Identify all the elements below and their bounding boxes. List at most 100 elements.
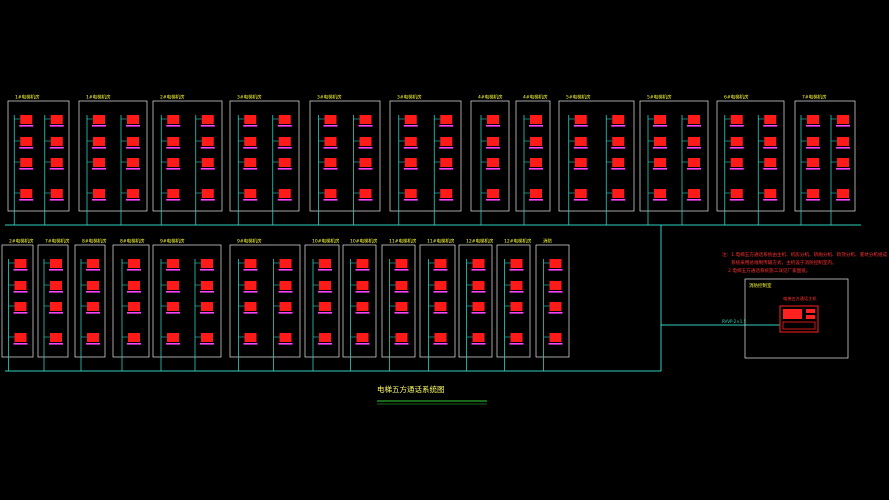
handset-label-mark — [486, 199, 500, 201]
cabinet-label: 7#电梯机房 — [45, 238, 70, 245]
handset-label-mark — [92, 168, 106, 170]
intercom-handset-icon — [404, 115, 417, 124]
elevator-cabinet: 3#电梯机房 — [229, 94, 300, 212]
handset-label-mark — [49, 147, 64, 149]
elevator-cabinet: 5#电梯机房 — [558, 94, 635, 212]
handset-label-mark — [49, 343, 63, 345]
cabinet-frame — [7, 100, 70, 212]
handset-label-mark — [403, 168, 418, 170]
cabinet-label: 1#电梯机房 — [86, 94, 111, 101]
handset-label-mark — [687, 125, 701, 127]
intercom-handset-icon — [837, 189, 849, 198]
cabinet-label: 3#电梯机房 — [397, 94, 422, 101]
cabinet-frame — [419, 244, 456, 358]
elevator-cabinet: 12#电梯机房 — [496, 238, 532, 358]
intercom-handset-icon — [278, 115, 291, 124]
handset-label-mark — [166, 168, 181, 170]
intercom-handset-icon — [201, 137, 214, 146]
intercom-handset-icon — [730, 137, 743, 146]
intercom-handset-icon — [807, 137, 819, 146]
intercom-handset-icon — [87, 302, 99, 311]
handset-label-mark — [358, 168, 373, 170]
intercom-handset-icon — [201, 333, 213, 342]
intercom-handset-icon — [487, 189, 499, 198]
handset-label-mark — [529, 125, 543, 127]
intercom-handset-icon — [688, 158, 700, 167]
handset-label-mark — [529, 147, 543, 149]
handset-label-mark — [653, 199, 667, 201]
handset-label-mark — [126, 199, 140, 201]
intercom-handset-icon — [487, 115, 499, 124]
intercom-handset-icon — [50, 189, 63, 198]
handset-label-mark — [92, 199, 106, 201]
intercom-handset-icon — [279, 302, 292, 311]
handset-label-mark — [243, 147, 258, 149]
intercom-handset-icon — [510, 281, 523, 290]
elevator-cabinet: 8#电梯机房 — [74, 238, 107, 358]
cabinet-frame — [381, 244, 416, 358]
intercom-handset-icon — [20, 115, 33, 124]
handset-label-mark — [355, 343, 370, 345]
handset-label-mark — [433, 269, 448, 271]
handset-label-mark — [278, 312, 293, 314]
intercom-handset-icon — [20, 137, 33, 146]
intercom-handset-icon — [324, 189, 337, 198]
intercom-handset-icon — [167, 189, 180, 198]
handset-label-mark — [127, 269, 141, 271]
handset-label-mark — [355, 269, 370, 271]
handset-label-mark — [548, 312, 563, 314]
intercom-handset-icon — [87, 259, 99, 268]
intercom-handset-icon — [356, 333, 369, 342]
handset-label-mark — [611, 147, 626, 149]
intercom-handset-icon — [278, 158, 291, 167]
intercom-handset-icon — [837, 158, 849, 167]
intercom-handset-icon — [764, 189, 777, 198]
cabinet-frame — [794, 100, 856, 212]
intercom-handset-icon — [549, 259, 562, 268]
intercom-handset-icon — [472, 281, 485, 290]
cabinet-label: 9#电梯机房 — [237, 238, 262, 245]
intercom-handset-icon — [487, 158, 499, 167]
intercom-handset-icon — [574, 158, 587, 167]
intercom-handset-icon — [440, 189, 453, 198]
intercom-handset-icon — [93, 115, 105, 124]
elevator-cabinet: 10#电梯机房 — [342, 238, 378, 358]
diagram-title-group: 电梯五方通话系统图 — [377, 384, 487, 405]
cabinet-label: 3#电梯机房 — [237, 94, 262, 101]
intercom-handset-icon — [201, 302, 213, 311]
handset-label-mark — [13, 269, 28, 271]
handset-label-mark — [471, 312, 486, 314]
intercom-handset-icon — [359, 158, 372, 167]
cabinet-frame — [152, 244, 222, 358]
handset-label-mark — [486, 168, 500, 170]
handset-label-mark — [836, 168, 850, 170]
intercom-handset-icon — [279, 281, 292, 290]
handset-label-mark — [687, 147, 701, 149]
cabinet-frame — [1, 244, 34, 358]
intercom-handset-icon — [730, 189, 743, 198]
intercom-handset-icon — [14, 333, 27, 342]
intercom-handset-icon — [530, 158, 542, 167]
intercom-handset-icon — [50, 333, 62, 342]
handset-label-mark — [126, 147, 140, 149]
intercom-handset-icon — [167, 302, 179, 311]
intercom-handset-icon — [14, 259, 27, 268]
intercom-bus — [5, 211, 861, 372]
handset-label-mark — [439, 199, 454, 201]
handset-label-mark — [166, 269, 180, 271]
handset-label-mark — [729, 199, 744, 201]
handset-label-mark — [611, 125, 626, 127]
handset-label-mark — [127, 343, 141, 345]
intercom-handset-icon — [574, 189, 587, 198]
handset-label-mark — [358, 147, 373, 149]
handset-label-mark — [509, 312, 524, 314]
intercom-handset-icon — [807, 158, 819, 167]
handset-label-mark — [529, 199, 543, 201]
handset-label-mark — [86, 269, 100, 271]
handset-label-mark — [277, 125, 292, 127]
elevator-cabinet: 3#电梯机房 — [309, 94, 381, 212]
intercom-handset-icon — [244, 189, 257, 198]
cabinet-label: 1#电梯机房 — [15, 94, 40, 101]
handset-label-mark — [509, 291, 524, 293]
